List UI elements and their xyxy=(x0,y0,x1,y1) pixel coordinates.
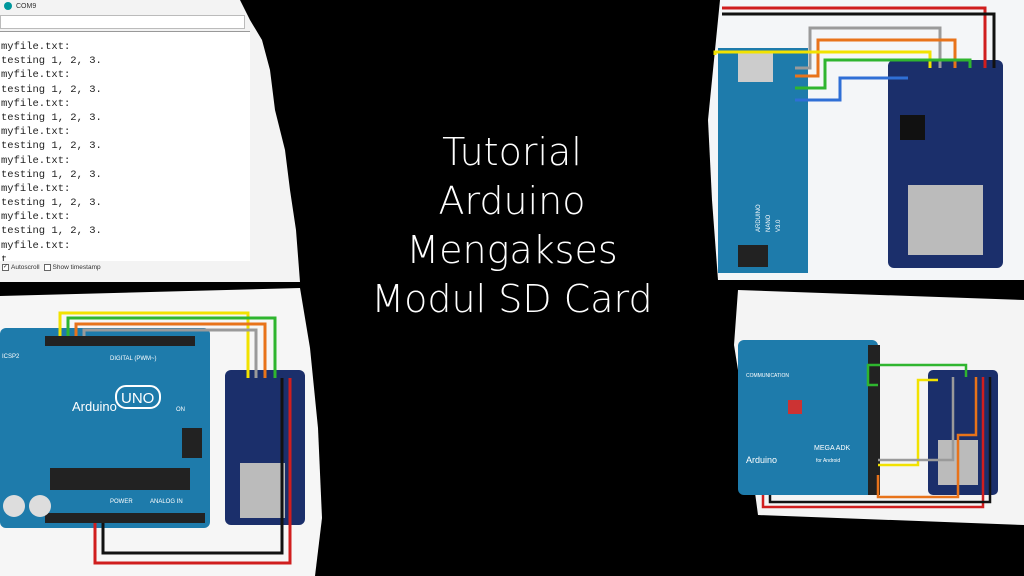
serial-output-line: testing 1, 2, 3. xyxy=(1,168,102,181)
mega-sub: for Android xyxy=(816,458,840,464)
arduino-icon xyxy=(4,2,12,10)
serial-output-line: testing 1, 2, 3. xyxy=(1,197,102,210)
uno-board xyxy=(0,328,210,528)
serial-output-line: myfile.txt: xyxy=(1,41,71,53)
mega-model: MEGA ADK xyxy=(814,445,851,452)
uno-sd-wiring-diagram: Arduino UNO DIGITAL (PWM~) ICSP2 ON POWE… xyxy=(0,288,322,576)
serial-output-line: testing 1, 2, 3. xyxy=(1,55,102,68)
nano-brand: ARDUINO xyxy=(756,204,762,232)
comm-label: COMMUNICATION xyxy=(746,373,789,379)
uno-brand: Arduino xyxy=(72,399,117,414)
title-line: Tutorial xyxy=(442,130,582,174)
power-label: POWER xyxy=(110,499,133,505)
show-timestamp-checkbox[interactable]: Show timestamp xyxy=(43,264,101,272)
nano-board xyxy=(718,48,808,273)
serial-title-bar: COM9 xyxy=(4,2,36,10)
serial-output-line: myfile.txt: xyxy=(1,69,71,82)
autoscroll-checkbox[interactable]: ✓Autoscroll xyxy=(2,264,40,272)
serial-output-line: myfile.txt: xyxy=(1,97,71,110)
icsp2-label: ICSP2 xyxy=(2,354,20,360)
serial-output-line: myfile.txt: xyxy=(1,154,71,167)
title-line: Mengakses xyxy=(406,228,618,272)
serial-output-line: myfile.txt: xyxy=(1,126,71,139)
title-line: Modul SD Card xyxy=(371,277,653,321)
serial-output-line: t xyxy=(1,253,8,261)
window-title: COM9 xyxy=(16,2,37,10)
serial-output-line: testing 1, 2, 3. xyxy=(1,111,102,124)
title-line: Arduino xyxy=(438,179,586,223)
uno-model: UNO xyxy=(121,390,154,407)
serial-send-input[interactable] xyxy=(0,15,245,29)
mega-brand: Arduino xyxy=(746,455,777,465)
digital-label: DIGITAL (PWM~) xyxy=(110,356,157,362)
serial-monitor-window: COM9 myfile.txt:testing 1, 2, 3.myfile.t… xyxy=(0,0,300,282)
serial-output-line: testing 1, 2, 3. xyxy=(1,225,102,238)
nano-version: V3.0 xyxy=(776,219,782,232)
analog-label: ANALOG IN xyxy=(150,499,183,505)
nano-model: NANO xyxy=(766,214,772,232)
serial-output: myfile.txt:testing 1, 2, 3.myfile.txt:te… xyxy=(0,31,250,261)
timestamp-label: Show timestamp xyxy=(52,264,101,272)
mega-board xyxy=(738,340,878,495)
serial-output-line: testing 1, 2, 3. xyxy=(1,140,102,153)
mega-sd-wiring-diagram: COMMUNICATION Arduino MEGA ADK for Andro… xyxy=(734,290,1024,525)
nano-sd-wiring-diagram: ARDUINO NANO V3.0 xyxy=(708,0,1024,280)
on-label: ON xyxy=(176,407,185,413)
serial-output-line: myfile.txt: xyxy=(1,211,71,224)
autoscroll-label: Autoscroll xyxy=(11,264,40,272)
serial-output-line: myfile.txt: xyxy=(1,182,71,195)
serial-output-line: testing 1, 2, 3. xyxy=(1,83,102,96)
thumbnail-title: Tutorial Arduino Mengakses Modul SD Card xyxy=(340,128,684,324)
serial-output-line: myfile.txt: xyxy=(1,239,71,252)
